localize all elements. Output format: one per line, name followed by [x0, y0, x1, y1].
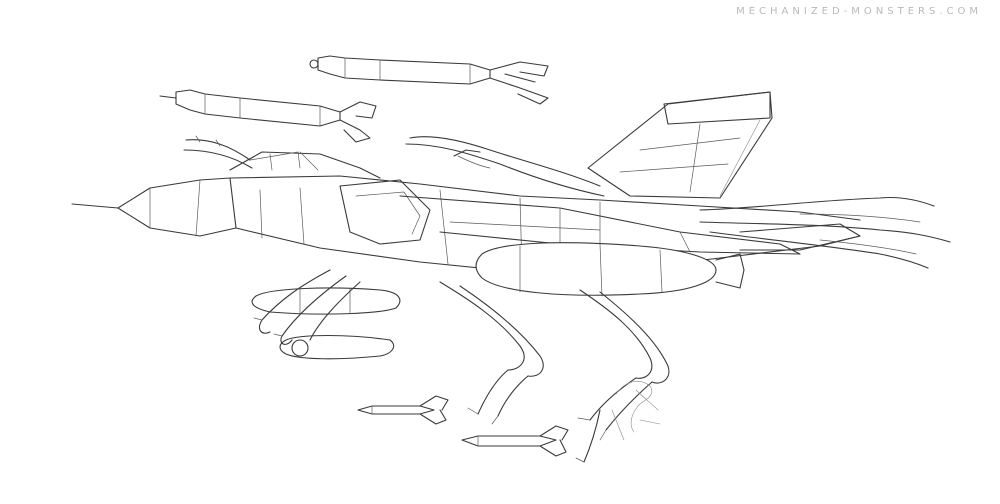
tail-fin: [587, 91, 773, 199]
belly-pod: [251, 287, 401, 360]
fuel-tank: [475, 242, 745, 297]
tendrils-right: [699, 196, 951, 269]
missile-bottom-right: [461, 425, 569, 457]
jet-fuselage: [71, 151, 861, 273]
missile-bottom-left: [357, 395, 449, 425]
leg-left: [253, 269, 361, 345]
bomb-top-left: [159, 89, 377, 143]
leg-center: [439, 281, 544, 425]
watermark-text: MECHANIZED-MONSTERS.COM: [736, 6, 982, 17]
claw-upper-mid: [405, 136, 605, 197]
claws-upper-left: [183, 135, 253, 169]
artist-signature: [611, 381, 661, 441]
leg-right: [575, 289, 670, 463]
bomb-top-right: [309, 55, 549, 105]
